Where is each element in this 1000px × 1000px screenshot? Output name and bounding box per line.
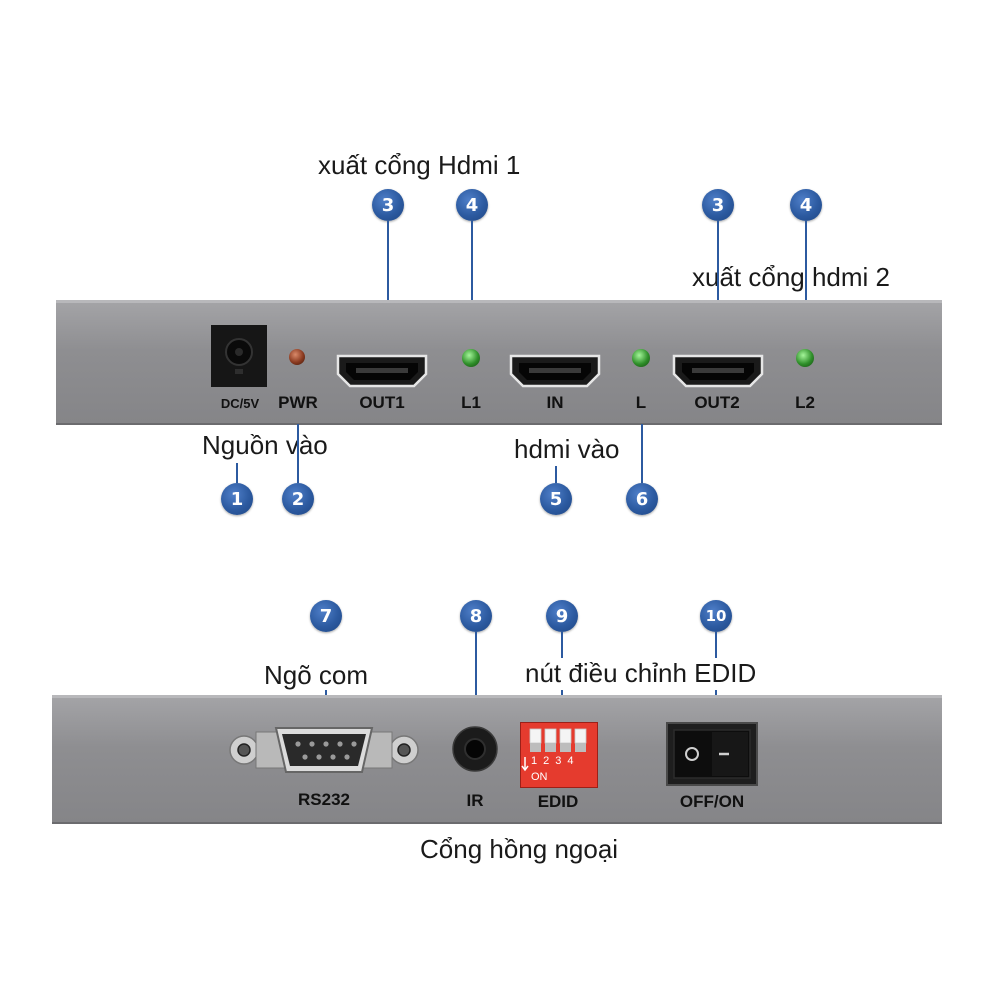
port-label-rs232: RS232 (298, 790, 350, 809)
rocker-switch-icon (666, 722, 758, 786)
dip-on-label: ON (531, 771, 548, 783)
port-label-out2: OUT2 (694, 393, 740, 412)
port-label-edid: EDID (537, 792, 579, 811)
leader-9a (561, 632, 563, 658)
leader-5 (555, 466, 557, 483)
port-label-dc: DC/5V (220, 396, 260, 411)
leader-8 (475, 632, 477, 730)
leader-4b (805, 221, 807, 347)
port-label-ir: IR (466, 791, 484, 810)
callout-9: 9 (546, 600, 578, 632)
caption-hdmi-out-1: xuất cổng Hdmi 1 (318, 150, 521, 180)
callout-10: 10 (700, 600, 732, 632)
port-label-l1: L1 (461, 393, 481, 412)
leader-4a (471, 221, 473, 347)
l2-led-icon (796, 349, 814, 367)
port-label-in: IN (546, 393, 564, 412)
dip-switch-icon: 1234 ON (520, 722, 598, 788)
device-rear-panel (52, 695, 942, 824)
port-label-l2: L2 (795, 393, 815, 412)
port-label-switch: OFF/ON (679, 792, 745, 811)
leader-3b (717, 221, 719, 354)
callout-4a: 4 (456, 189, 488, 221)
callout-7: 7 (310, 600, 342, 632)
callout-3a: 3 (372, 189, 404, 221)
callout-1: 1 (221, 483, 253, 515)
callout-5: 5 (540, 483, 572, 515)
caption-hdmi-input: hdmi vào (514, 434, 620, 464)
audio-jack-icon (452, 726, 498, 772)
caption-hdmi-out-2: xuất cổng hdmi 2 (692, 262, 891, 292)
leader-3a (387, 221, 389, 354)
callout-4b: 4 (790, 189, 822, 221)
device-front-panel (56, 300, 942, 425)
hdmi-out2-port-icon (672, 354, 764, 388)
callout-8: 8 (460, 600, 492, 632)
dip-numbers: 1234 (531, 755, 580, 767)
db9-connector-icon (228, 722, 420, 778)
leader-6 (641, 424, 643, 483)
power-led-icon (289, 349, 305, 365)
caption-edid-switch: nút điều chỉnh EDID (525, 658, 757, 688)
port-label-out1: OUT1 (359, 393, 405, 412)
callout-3b: 3 (702, 189, 734, 221)
callout-2: 2 (282, 483, 314, 515)
hdmi-out1-port-icon (336, 354, 428, 388)
callout-6: 6 (626, 483, 658, 515)
leader-10a (715, 632, 717, 658)
caption-com-port: Ngõ com (264, 660, 369, 690)
hdmi-in-port-icon (509, 354, 601, 388)
leader-2 (297, 424, 299, 483)
dc-jack-icon (211, 325, 267, 387)
leader-1 (236, 463, 238, 483)
caption-ir-port: Cổng hồng ngoại (420, 834, 619, 864)
l1-led-icon (462, 349, 480, 367)
port-label-l: L (635, 393, 647, 412)
caption-power-input: Nguồn vào (202, 430, 328, 460)
port-label-pwr: PWR (278, 393, 318, 412)
l-led-icon (632, 349, 650, 367)
